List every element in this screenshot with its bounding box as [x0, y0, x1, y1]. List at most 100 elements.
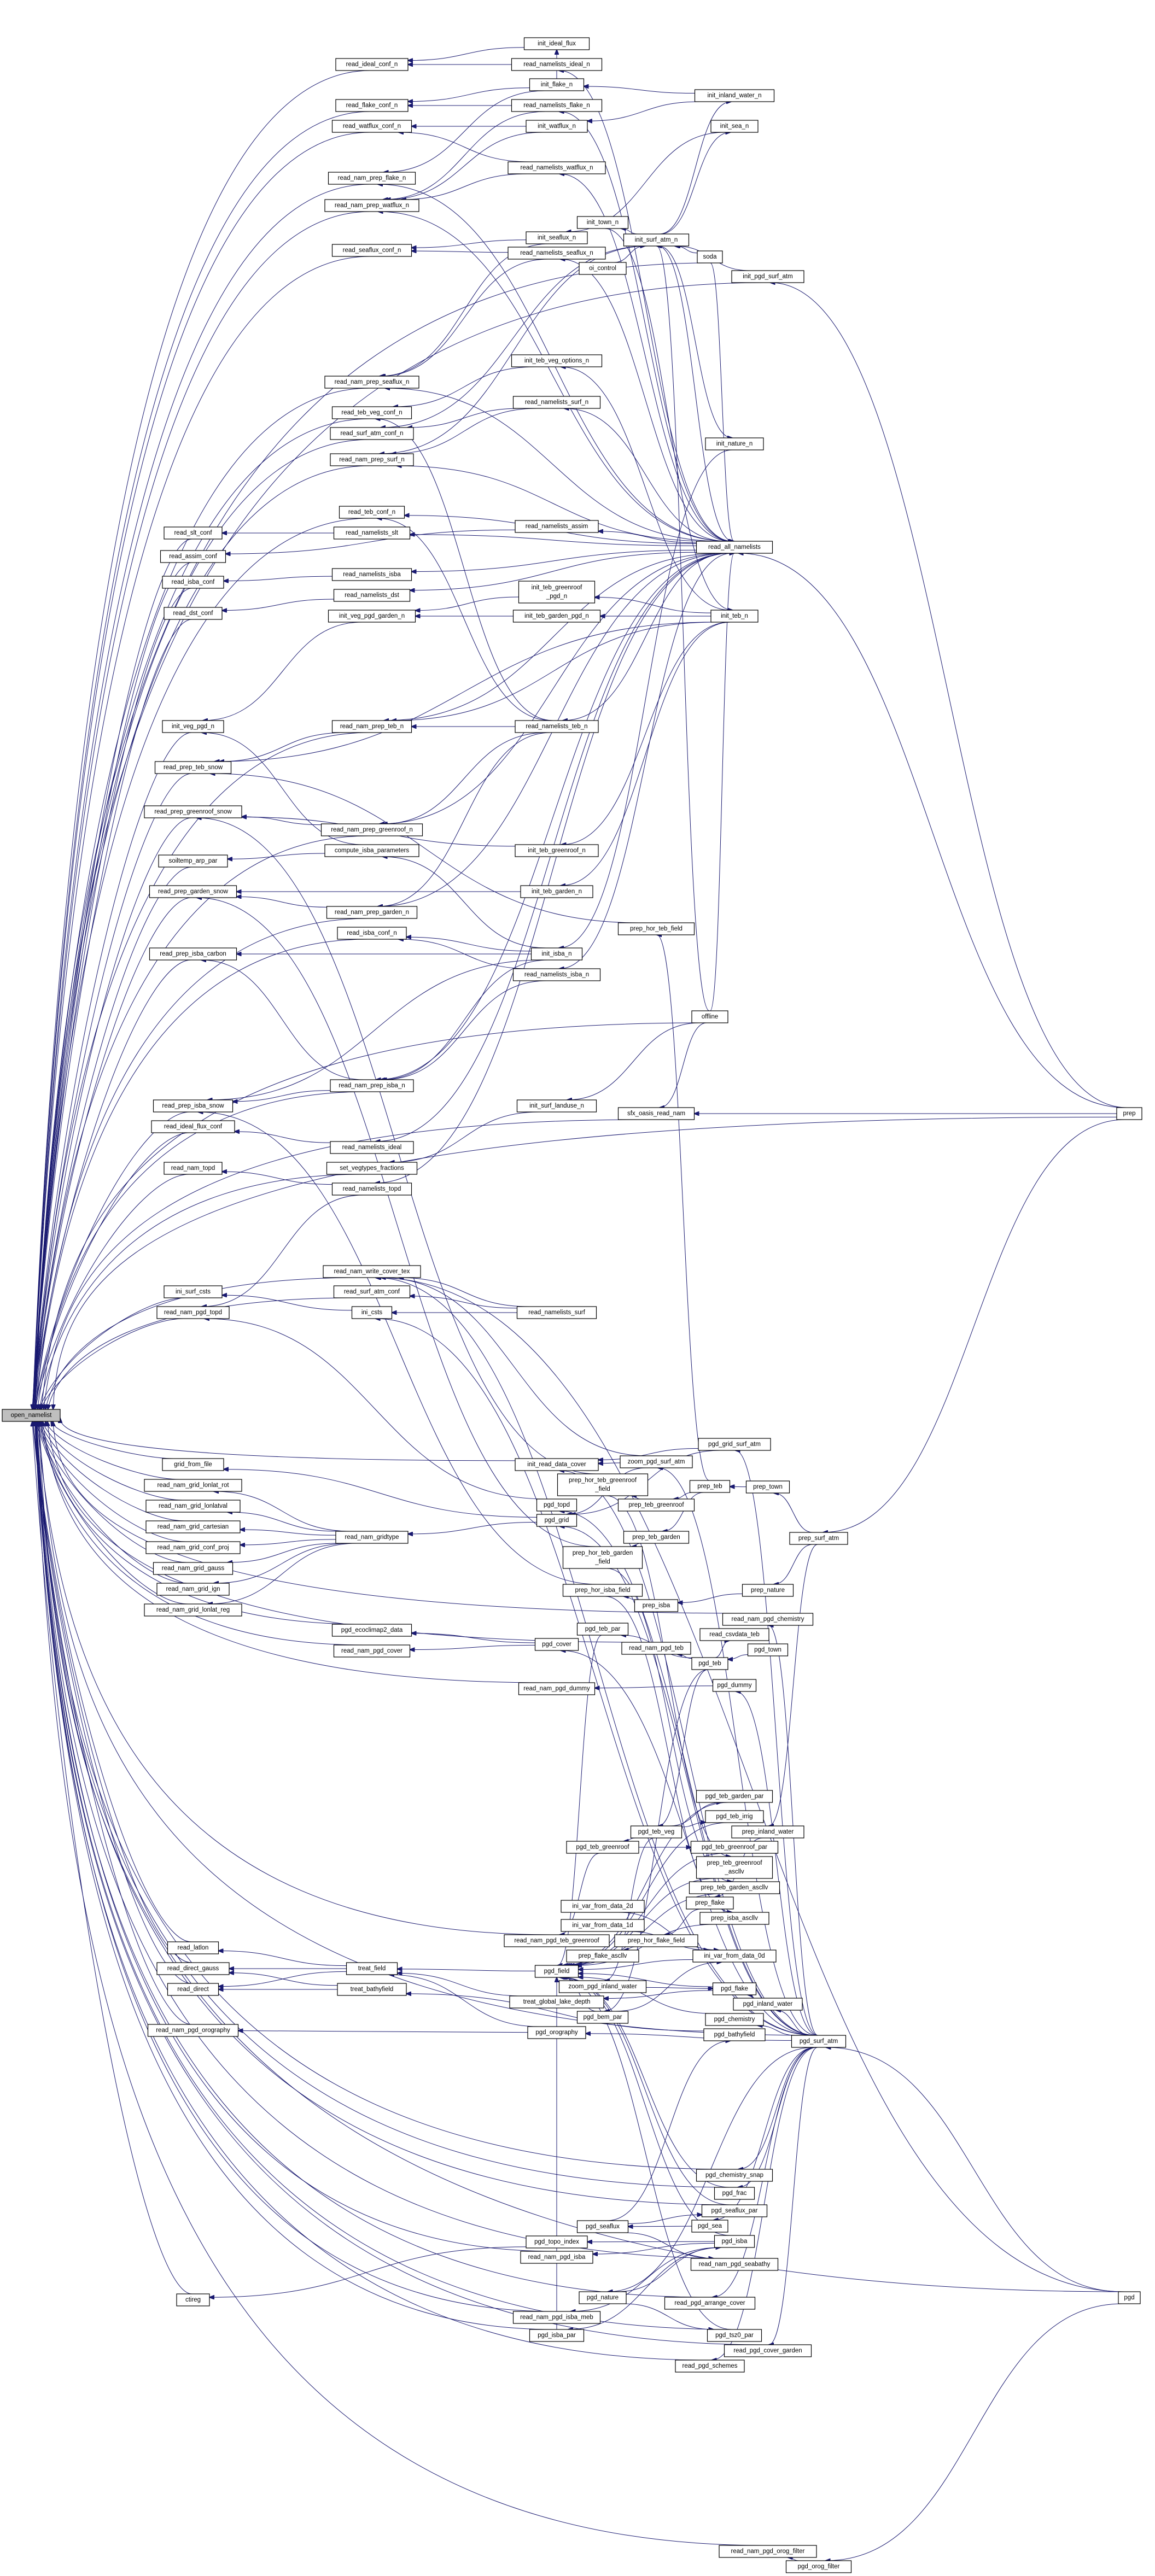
node-sfx-oasis-read-nam[interactable]: sfx_oasis_read_nam: [617, 1107, 695, 1120]
node-init-flake-n[interactable]: init_flake_n: [529, 78, 585, 91]
node-read-seaflux-conf-n[interactable]: read_seaflux_conf_n: [331, 244, 412, 257]
node-init-teb-greenroof-n[interactable]: init_teb_greenroof_n: [515, 844, 599, 857]
node-read-ideal-conf-n[interactable]: read_ideal_conf_n: [335, 58, 409, 71]
node-read-prep-isba-snow[interactable]: read_prep_isba_snow: [153, 1099, 234, 1113]
node-pgd-orog-filter[interactable]: pgd_orog_filter: [785, 2560, 852, 2573]
node-init-veg-pgd-n[interactable]: init_veg_pgd_n: [162, 720, 224, 733]
node-pgd-grid[interactable]: pgd_grid: [536, 1514, 578, 1527]
node-prep-hor-teb-garden-field[interactable]: prep_hor_teb_garden_field: [562, 1546, 643, 1569]
node-read-nam-prep-garden-n[interactable]: read_nam_prep_garden_n: [326, 906, 418, 919]
node-prep[interactable]: prep: [1116, 1107, 1142, 1120]
node-open-namelist[interactable]: open_namelist: [2, 1409, 61, 1422]
node-prep-isba[interactable]: prep_isba: [634, 1599, 679, 1612]
node-read-direct[interactable]: read_direct: [167, 1983, 219, 1996]
node-read-pgd-cover-garden[interactable]: read_pgd_cover_garden: [724, 2344, 812, 2357]
node-ini-var-from-data-0d[interactable]: ini_var_from_data_0d: [692, 1949, 777, 1963]
node-read-assim-conf[interactable]: read_assim_conf: [160, 550, 226, 563]
node-read-namelists-watflux-n[interactable]: read_namelists_watflux_n: [508, 161, 606, 174]
node-soiltemp-arp-par[interactable]: soiltemp_arp_par: [158, 854, 228, 868]
node-read-nam-grid-gauss[interactable]: read_nam_grid_gauss: [153, 1562, 234, 1575]
node-pgd-town[interactable]: pgd_town: [747, 1643, 789, 1656]
node-read-isba-conf-n[interactable]: read_isba_conf_n: [337, 927, 407, 940]
node-read-namelists-topd[interactable]: read_namelists_topd: [331, 1182, 412, 1196]
node-read-nam-prep-teb-n[interactable]: read_nam_prep_teb_n: [331, 720, 412, 733]
node-read-nam-pgd-isba[interactable]: read_nam_pgd_isba: [520, 2251, 593, 2264]
node-ini-surf-csts[interactable]: ini_surf_csts: [164, 1285, 223, 1298]
node-read-nam-pgd-dummy[interactable]: read_nam_pgd_dummy: [518, 1682, 596, 1695]
node-prep-hor-isba-field[interactable]: prep_hor_isba_field: [562, 1584, 643, 1597]
node-prep-flake-ascllv[interactable]: prep_flake_ascllv: [566, 1949, 639, 1963]
node-pgd-teb-irrig[interactable]: pgd_teb_irrig: [705, 1810, 764, 1823]
node-init-seaflux-n[interactable]: init_seaflux_n: [526, 231, 588, 244]
node-read-nam-prep-greenroof-n[interactable]: read_nam_prep_greenroof_n: [320, 823, 423, 836]
node-init-teb-garden-n[interactable]: init_teb_garden_n: [520, 885, 593, 898]
node-prep-hor-teb-field[interactable]: prep_hor_teb_field: [617, 922, 695, 935]
node-pgd-teb-greenroof[interactable]: pgd_teb_greenroof: [566, 1841, 639, 1854]
node-soda[interactable]: soda: [697, 250, 723, 264]
node-pgd-frac[interactable]: pgd_frac: [714, 2187, 755, 2200]
node-init-veg-pgd-garden-n[interactable]: init_veg_pgd_garden_n: [328, 610, 416, 623]
node-ini-var-from-data-1d[interactable]: ini_var_from_data_1d: [561, 1919, 645, 1932]
node-read-surf-atm-conf-n[interactable]: read_surf_atm_conf_n: [330, 427, 414, 440]
node-treat-global-lake-depth[interactable]: treat_global_lake_depth: [509, 1995, 604, 2009]
node-read-nam-prep-seaflux-n[interactable]: read_nam_prep_seaflux_n: [324, 376, 419, 389]
node-pgd-tsz0-par[interactable]: pgd_tsz0_par: [707, 2329, 762, 2342]
node-pgd-topo-index[interactable]: pgd_topo_index: [526, 2235, 588, 2249]
node-init-teb-greenroof-pgd-n[interactable]: init_teb_greenroof_pgd_n: [518, 581, 596, 604]
node-pgd-flake[interactable]: pgd_flake: [712, 1982, 757, 1995]
node-pgd-grid-surf-atm[interactable]: pgd_grid_surf_atm: [698, 1438, 771, 1451]
node-offline[interactable]: offline: [691, 1010, 728, 1023]
node-zoom-pgd-inland-water[interactable]: zoom_pgd_inland_water: [558, 1980, 647, 1993]
node-init-teb-garden-pgd-n[interactable]: init_teb_garden_pgd_n: [512, 610, 601, 623]
node-read-dst-conf[interactable]: read_dst_conf: [164, 607, 223, 620]
node-prep-town[interactable]: prep_town: [745, 1480, 790, 1494]
node-pgd-dummy[interactable]: pgd_dummy: [712, 1679, 757, 1692]
node-pgd-cover[interactable]: pgd_cover: [534, 1638, 579, 1651]
node-prep-teb-greenroof[interactable]: prep_teb_greenroof: [617, 1498, 695, 1512]
node-read-namelists-teb-n[interactable]: read_namelists_teb_n: [515, 720, 599, 733]
node-read-nam-pgd-teb-greenroof[interactable]: read_nam_pgd_teb_greenroof: [504, 1934, 610, 1947]
node-read-prep-teb-snow[interactable]: read_prep_teb_snow: [154, 761, 232, 774]
node-pgd-teb-garden-par[interactable]: pgd_teb_garden_par: [696, 1790, 773, 1803]
node-pgd-sea[interactable]: pgd_sea: [691, 2220, 728, 2233]
node-prep-hor-teb-greenroof-field[interactable]: prep_hor_teb_greenroof_field: [557, 1473, 649, 1496]
node-prep-surf-atm[interactable]: prep_surf_atm: [789, 1532, 848, 1545]
node-prep-teb-garden-ascllv[interactable]: prep_teb_garden_ascllv: [689, 1881, 780, 1894]
node-read-nam-grid-lonlat-reg[interactable]: read_nam_grid_lonlat_reg: [144, 1603, 242, 1617]
node-read-ideal-flux-conf[interactable]: read_ideal_flux_conf: [151, 1120, 235, 1133]
node-prep-teb[interactable]: prep_teb: [689, 1480, 731, 1493]
node-read-latlon[interactable]: read_latlon: [167, 1941, 219, 1954]
node-read-namelists-surf-n[interactable]: read_namelists_surf_n: [512, 396, 601, 409]
node-init-town-n[interactable]: init_town_n: [576, 216, 629, 229]
node-pgd-chemistry-snap[interactable]: pgd_chemistry_snap: [696, 2169, 773, 2182]
node-pgd-inland-water[interactable]: pgd_inland_water: [733, 1998, 803, 2011]
node-read-all-namelists[interactable]: read_all_namelists: [696, 541, 773, 554]
node-init-watflux-n[interactable]: init_watflux_n: [526, 120, 588, 133]
node-read-nam-prep-flake-n[interactable]: read_nam_prep_flake_n: [328, 172, 416, 185]
node-read-nam-pgd-orog-filter[interactable]: read_nam_pgd_orog_filter: [719, 2545, 817, 2558]
node-prep-teb-garden[interactable]: prep_teb_garden: [623, 1531, 690, 1544]
node-read-surf-atm-conf[interactable]: read_surf_atm_conf: [333, 1285, 411, 1298]
node-read-nam-grid-conf-proj[interactable]: read_nam_grid_conf_proj: [145, 1541, 241, 1554]
node-pgd-bathyfield[interactable]: pgd_bathyfield: [703, 2028, 766, 2041]
node-pgd-teb-greenroof-par[interactable]: pgd_teb_greenroof_par: [690, 1841, 779, 1854]
node-pgd-isba[interactable]: pgd_isba: [714, 2235, 755, 2248]
node-read-namelists-surf[interactable]: read_namelists_surf: [516, 1306, 597, 1319]
node-read-namelists-seaflux-n[interactable]: read_namelists_seaflux_n: [508, 247, 606, 260]
node-oi-control[interactable]: oi_control: [579, 262, 627, 275]
node-read-nam-pgd-isba-meb[interactable]: read_nam_pgd_isba_meb: [512, 2311, 601, 2324]
node-prep-teb-greenroof-ascllv[interactable]: prep_teb_greenroof_ascllv: [696, 1856, 773, 1879]
node-prep-isba-ascllv[interactable]: prep_isba_ascllv: [699, 1912, 769, 1925]
node-read-nam-grid-ign[interactable]: read_nam_grid_ign: [156, 1583, 230, 1596]
node-treat-field[interactable]: treat_field: [346, 1962, 398, 1975]
node-read-flake-conf-n[interactable]: read_flake_conf_n: [335, 99, 409, 112]
node-prep-hor-flake-field[interactable]: prep_hor_flake_field: [614, 1934, 698, 1947]
node-read-nam-pgd-topd[interactable]: read_nam_pgd_topd: [156, 1306, 230, 1319]
node-read-nam-grid-cartesian[interactable]: read_nam_grid_cartesian: [145, 1520, 241, 1533]
node-init-sea-n[interactable]: init_sea_n: [710, 120, 759, 133]
node-ini-var-from-data-2d[interactable]: ini_var_from_data_2d: [561, 1900, 645, 1913]
node-compute-isba-parameters[interactable]: compute_isba_parameters: [324, 844, 419, 857]
node-read-nam-grid-lonlat-rot[interactable]: read_nam_grid_lonlat_rot: [144, 1479, 242, 1492]
node-read-nam-gridtype[interactable]: read_nam_gridtype: [335, 1531, 409, 1544]
node-read-nam-prep-watflux-n[interactable]: read_nam_prep_watflux_n: [324, 199, 419, 212]
